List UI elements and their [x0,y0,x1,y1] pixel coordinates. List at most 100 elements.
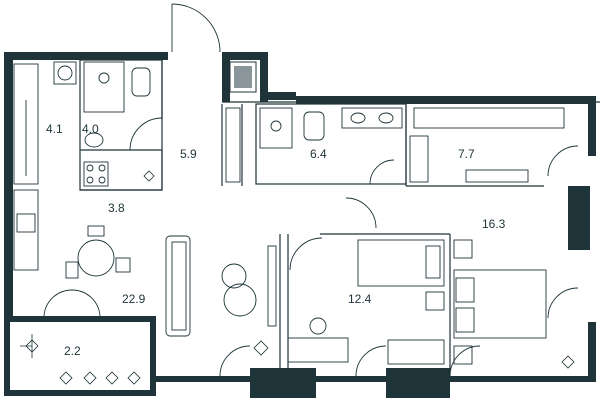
area-label-kitchen: 3.8 [108,201,125,215]
wall-balcony-bottom [4,390,156,396]
area-label-dressing-room: 7.7 [458,147,475,161]
plant-balcony-2 [59,371,73,385]
plants [20,170,575,385]
nightstand-1 [453,239,473,259]
wall-shaft-left [222,52,230,102]
wall-top-mid [222,52,268,60]
plant-balcony-1 [20,334,39,358]
sofa [165,235,191,337]
toilet-2 [303,111,325,141]
nightstand-2 [453,345,473,365]
bedroom-window-swing-2 [449,345,481,377]
toilet-1 [131,67,151,97]
bed-second [357,239,445,287]
wall-balcony-top [4,316,156,322]
wall-shaft-right [260,52,268,102]
balcony-door-right [71,289,101,317]
tv-unit [267,245,277,327]
wall-step [268,92,296,100]
bed-second-pillow [425,245,441,279]
plant-balcony-5 [127,371,141,385]
coffee-table-2 [223,283,257,317]
washing-machine-drum [57,65,73,81]
area-label-bathroom-1: 4.0 [82,122,99,136]
desk-chair [309,317,327,335]
sink-1 [84,132,104,148]
pillow-2 [455,307,475,333]
area-label-bedroom-main: 16.3 [482,217,506,231]
area-label-bathroom-2: 6.4 [310,147,327,161]
dressing-shelf [409,135,429,183]
burner-2 [98,164,106,172]
nightstand-second [425,291,445,311]
plant-balcony-3 [83,371,97,385]
fixtures [13,61,565,365]
dining-chair-right [115,257,131,273]
outer-walls [4,52,596,398]
washing-machine [53,61,77,85]
shower-1 [83,61,125,113]
entry-door-swing [171,3,221,53]
bath-2-door-swing [369,159,395,185]
vent-shaft-fill [234,66,252,88]
kitchen-counter [13,189,39,271]
shower-1-head [98,72,110,84]
wardrobe-second [387,339,445,365]
wall-top-left [4,52,168,60]
wall-bottom-pillar-2 [386,368,450,398]
burner-1 [86,164,94,172]
wall-bottom [150,376,596,382]
kitchen-sink [16,213,36,233]
bedroom-2-door-swing [289,237,323,271]
wall-top-right [296,96,596,104]
plant-kitchen [143,170,155,182]
bedroom-window-swing [547,287,579,319]
hall-wardrobe [225,107,241,183]
area-labels: 4.1 4.0 5.9 6.4 7.7 3.8 16.3 22.9 12.4 2… [46,122,506,358]
shower-2 [259,107,293,149]
plant-living [253,340,269,356]
dining-chair-left [65,261,79,279]
dining-table [77,239,115,277]
bed-main [453,269,547,339]
wall-right-lower [588,322,596,382]
burner-3 [86,176,94,184]
area-label-balcony: 2.2 [64,344,81,358]
stove [83,161,109,187]
shower-2-head [270,120,282,132]
wall-right-upper [588,96,596,156]
wall-right-pillar [568,186,590,250]
wall-balcony-left [4,316,10,396]
vanity [341,107,403,129]
wall-left [4,52,13,320]
plant-bedroom [561,355,575,369]
sink-2b [378,112,394,124]
wardrobe-left [13,63,39,185]
dining-chair-top [87,225,105,237]
bedroom-balcony-door [547,145,579,177]
living-window-swing [219,345,251,377]
balcony-door-left [43,289,73,317]
bedroom-2-window-swing [355,345,387,377]
wall-balcony-right [150,316,156,396]
area-label-living-room: 22.9 [122,292,146,306]
dressing-bench [465,169,529,183]
plant-balcony-4 [105,371,119,385]
desk [287,337,349,363]
sofa-seat [171,241,187,331]
bathroom-2-outline [255,103,407,185]
wall-bottom-pillar-1 [250,368,316,398]
pillow-1 [455,277,475,303]
sink-2a [350,112,366,124]
area-label-hallway: 5.9 [180,147,197,161]
coffee-table-1 [221,263,247,289]
dressing-rail [413,107,565,129]
hall-door-swing [345,197,377,229]
interior-walls [79,59,600,376]
doors [43,3,579,377]
bath-1-door-swing [129,117,163,151]
burner-4 [98,176,106,184]
area-label-closet: 4.1 [46,122,63,136]
area-label-bedroom-second: 12.4 [348,292,372,306]
